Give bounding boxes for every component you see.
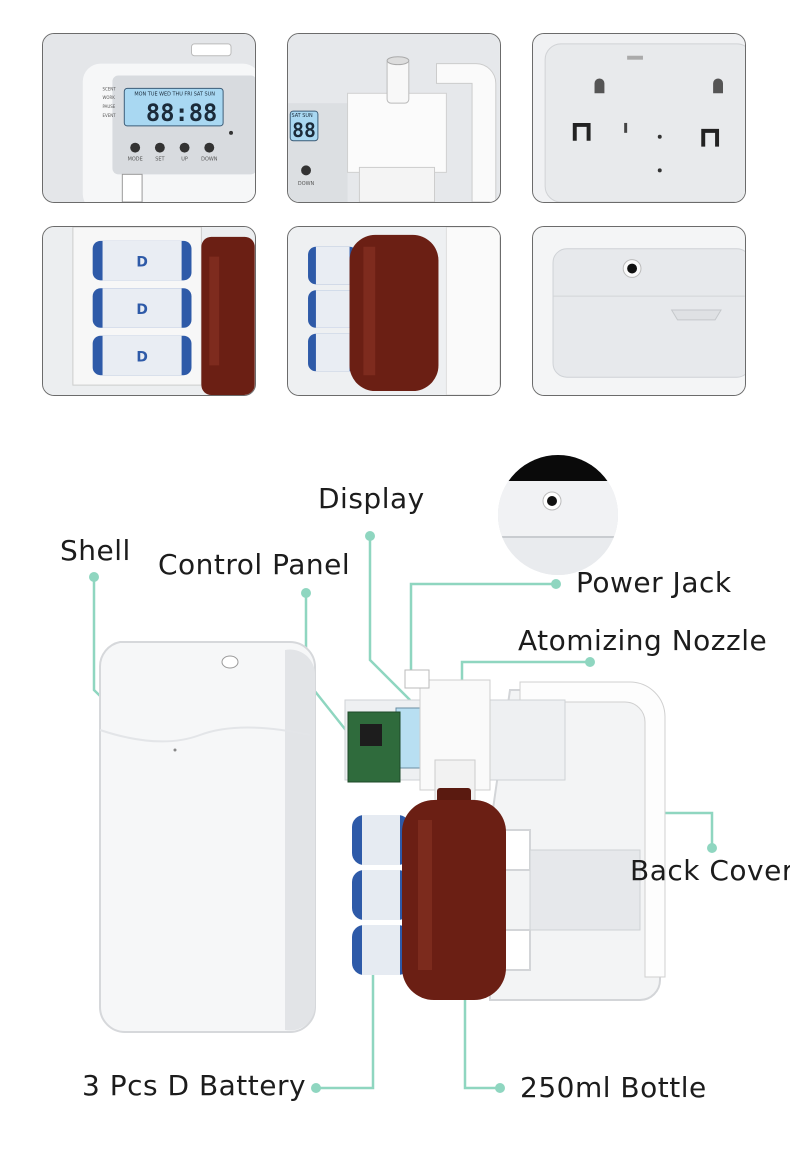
svg-text:EVENT: EVENT: [103, 113, 117, 118]
svg-text:MODE: MODE: [128, 156, 143, 162]
svg-text:DOWN: DOWN: [201, 156, 218, 162]
svg-text:SAT SUN: SAT SUN: [291, 113, 313, 119]
nozzle-top-image: SAT SUN 88 DOWN: [288, 34, 500, 202]
label-shell: Shell: [60, 534, 131, 567]
power-jack-image: [533, 227, 745, 395]
thumb-power-jack: [532, 226, 746, 396]
thumb-back-plate: [532, 33, 746, 203]
diffuser-exploded-view: [98, 641, 666, 1033]
svg-text:PAUSE: PAUSE: [103, 104, 116, 109]
bottle-image: [288, 227, 500, 395]
thumb-nozzle-top: SAT SUN 88 DOWN: [287, 33, 501, 203]
label-control-panel: Control Panel: [158, 548, 351, 581]
thumb-batteries: D D D: [42, 226, 256, 396]
label-battery: 3 Pcs D Battery: [82, 1069, 307, 1102]
svg-text:UP: UP: [181, 156, 188, 162]
label-atomizing-nozzle: Atomizing Nozzle: [518, 624, 768, 657]
svg-text:D: D: [136, 349, 147, 365]
svg-text:88:88: 88:88: [146, 99, 217, 127]
svg-text:WORK: WORK: [103, 95, 116, 100]
thumb-bottle: [287, 226, 501, 396]
lcd-panel-image: MON TUE WED THU FRI SAT SUN 88:88 SCENT …: [43, 34, 255, 202]
back-plate-image: [533, 34, 745, 202]
svg-text:88: 88: [292, 119, 316, 142]
label-power-jack: Power Jack: [576, 566, 732, 599]
svg-text:D: D: [136, 302, 147, 318]
thumb-lcd-panel: MON TUE WED THU FRI SAT SUN 88:88 SCENT …: [42, 33, 256, 203]
svg-text:MON TUE WED THU FRI SAT SUN: MON TUE WED THU FRI SAT SUN: [134, 91, 215, 97]
label-back-cover: Back Cover: [630, 854, 790, 887]
svg-text:D: D: [136, 255, 147, 271]
svg-text:SET: SET: [155, 156, 165, 162]
label-display: Display: [318, 482, 425, 515]
svg-text:DOWN: DOWN: [298, 181, 315, 187]
batteries-image: D D D: [43, 227, 255, 395]
svg-text:SCENT: SCENT: [103, 86, 117, 91]
label-bottle: 250ml Bottle: [520, 1071, 707, 1104]
power-jack-inset: [498, 455, 618, 575]
